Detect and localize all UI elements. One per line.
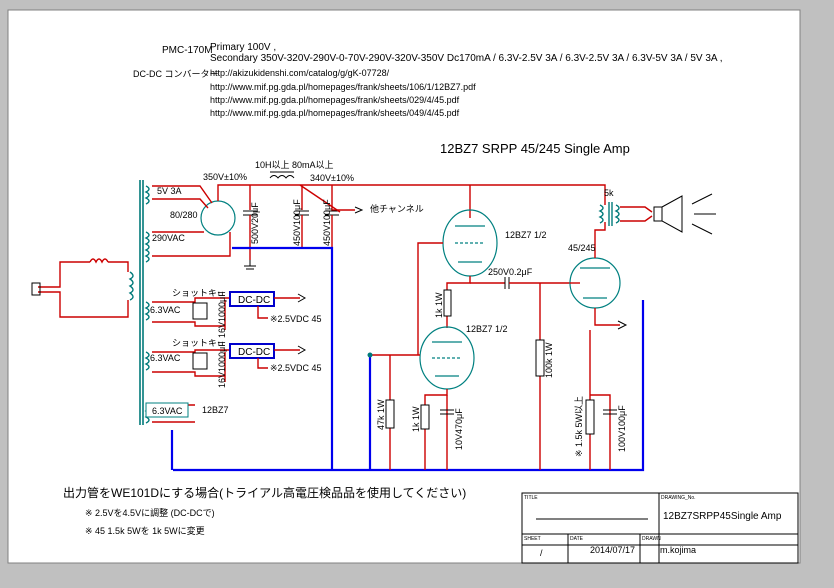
title-block bbox=[521, 492, 799, 564]
label-cap-500v20u: 500V20μF bbox=[250, 202, 260, 244]
label-1k-1w-a: 1k 1W bbox=[434, 292, 444, 318]
label-cap-16v-a: 16V1000μF bbox=[217, 291, 227, 338]
label-100k-grid: 100k 1W bbox=[544, 342, 554, 378]
label-10v470u: 10V470μF bbox=[454, 408, 464, 450]
label-v1-lower: 12BZ7 1/2 bbox=[466, 324, 508, 334]
sheet-label: SHEET bbox=[524, 536, 541, 542]
label-45-245: 45/245 bbox=[568, 243, 596, 253]
cathode-network-v1 bbox=[385, 399, 454, 430]
secondary-spec: Secondary 350V-320V-290V-0-70V-290V-320V… bbox=[210, 53, 723, 64]
date-value: 2014/07/17 bbox=[590, 545, 635, 555]
label-1k-1w-b: 1k 1W bbox=[411, 406, 421, 432]
label-100v100u: 100V100μF bbox=[617, 405, 627, 452]
sheet-value: / bbox=[540, 548, 543, 558]
bplus-to-opt bbox=[590, 184, 606, 205]
note-2: ※ 45 1.5k 5Wを 1k 5Wに変更 bbox=[85, 525, 205, 536]
transformer-model: PMC-170M bbox=[162, 45, 213, 56]
link-45-a: http://www.mif.pg.gda.pl/homepages/frank… bbox=[210, 95, 460, 105]
output-transformer bbox=[598, 202, 653, 226]
label-other-channel: 他チャンネル bbox=[370, 203, 424, 214]
circuit-title: 12BZ7 SRPP 45/245 Single Amp bbox=[440, 141, 630, 156]
label-350v: 350V±10% bbox=[203, 172, 247, 182]
label-cap-450v100u-b: 450V100μF bbox=[322, 199, 332, 246]
drawing-no-label: DRAWING_No. bbox=[661, 495, 696, 501]
note-main: 出力管をWE101Dにする場合(トライアル高電圧検品品を使用してください) bbox=[63, 485, 466, 500]
heater-supply-a bbox=[152, 291, 307, 330]
choke-coil bbox=[269, 171, 295, 179]
label-47k: 47k 1W bbox=[376, 399, 386, 430]
drawn-label: DRAWN bbox=[642, 536, 661, 542]
drawing-no: 12BZ7SRPP45Single Amp bbox=[663, 511, 782, 522]
primary-spec: Primary 100V , bbox=[210, 42, 276, 53]
label-cap-16v-b: 16V1000μF bbox=[217, 341, 227, 388]
label-12bz7-heater: 12BZ7 bbox=[202, 405, 229, 415]
rectifier-tube bbox=[152, 184, 590, 257]
label-choke: 10H以上 80mA以上 bbox=[255, 160, 334, 170]
link-dcdc: http://akizukidenshi.com/catalog/g/gK-07… bbox=[210, 68, 390, 78]
label-v1-upper: 12BZ7 1/2 bbox=[505, 230, 547, 240]
date-label: DATE bbox=[570, 536, 584, 542]
drawing-frame bbox=[7, 9, 801, 564]
note-1: ※ 2.5Vを4.5Vに調整 (DC-DCで) bbox=[85, 507, 215, 518]
dcdc-box-a: DC-DC bbox=[238, 295, 270, 306]
label-rectifier-tube: 80/280 bbox=[170, 210, 198, 220]
link-45-b: http://www.mif.pg.gda.pl/homepages/frank… bbox=[210, 108, 460, 118]
input-node[interactable] bbox=[367, 352, 373, 358]
label-cap-450v100u-a: 450V100μF bbox=[292, 199, 302, 246]
label-290vac: 290VAC bbox=[152, 233, 185, 243]
ac-input bbox=[31, 258, 134, 318]
ground-bus bbox=[170, 246, 645, 472]
tube-45 bbox=[569, 222, 628, 470]
power-transformer bbox=[139, 180, 150, 425]
label-5k: 5k bbox=[604, 188, 614, 198]
label-5v-3a: 5V 3A bbox=[157, 186, 182, 196]
heater-12bz7 bbox=[145, 402, 195, 423]
label-6.3vac-a: 6.3VAC bbox=[150, 305, 181, 315]
label-schottky-2: ショットキー bbox=[172, 338, 226, 348]
heater-supply-b bbox=[152, 343, 307, 382]
filter-capacitors bbox=[243, 184, 364, 270]
label-rk-note: ※ 1.5k 5W以上 bbox=[574, 396, 584, 457]
label-out-a: ※2.5VDC 45 bbox=[270, 314, 322, 324]
drawn-value: m.kojima bbox=[660, 545, 696, 555]
label-coupling-cap: 250V0.2μF bbox=[488, 267, 533, 277]
label-6.3vac-b: 6.3VAC bbox=[150, 353, 181, 363]
label-schottky-1: ショットキー bbox=[172, 288, 226, 298]
link-12bz7: http://www.mif.pg.gda.pl/homepages/frank… bbox=[210, 82, 476, 92]
tube-12bz7-upper bbox=[417, 209, 498, 355]
speaker-icon bbox=[653, 193, 716, 235]
label-6.3vac-c: 6.3VAC bbox=[152, 406, 183, 416]
coupling-capacitor bbox=[470, 277, 570, 470]
title-label: TITLE bbox=[524, 495, 538, 501]
label-out-b: ※2.5VDC 45 bbox=[270, 363, 322, 373]
dcdc-box-b: DC-DC bbox=[238, 347, 270, 358]
label-340v: 340V±10% bbox=[310, 173, 354, 183]
dcdc-converter-label: DC-DC コンバーター bbox=[133, 69, 219, 79]
resistor-1k-plate bbox=[443, 289, 452, 317]
